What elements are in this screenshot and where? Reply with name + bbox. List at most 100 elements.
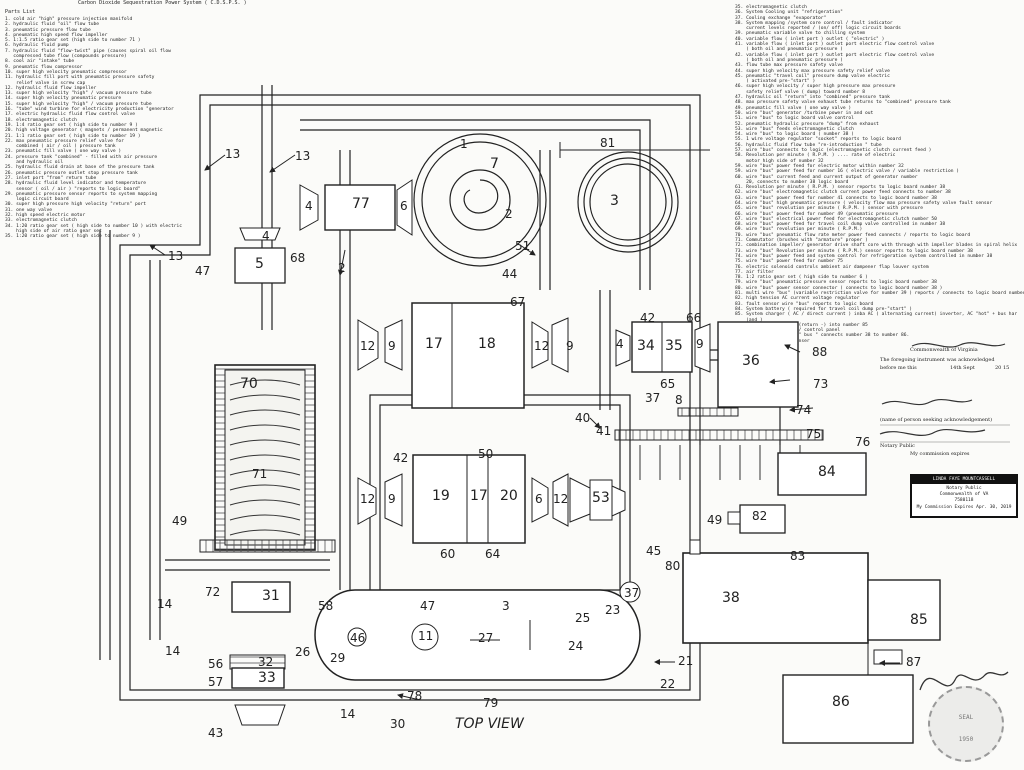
label-9a: 9 xyxy=(388,339,396,353)
parts-list-right-item: 73. wire "bus" Revolution per minute ( R… xyxy=(735,248,973,254)
parts-list-right-item: 56. hydraulic fluid flow tube "re-introd… xyxy=(735,142,882,148)
system-battery xyxy=(777,452,867,496)
parts-list-right-item: 40. variable flow ( inlet port ) outlet … xyxy=(735,36,885,42)
label-24: 24 xyxy=(568,639,584,653)
notary-line-2: The foregoing instrument was acknowledge… xyxy=(880,357,995,363)
label-65: 65 xyxy=(660,377,676,391)
notary-day: 14th Sept xyxy=(950,365,975,371)
parts-list-left-item: 14. super high velocity pneumatic pressu… xyxy=(5,96,122,102)
page-title: Carbon Dioxide Sequestration Power Syste… xyxy=(78,0,247,6)
parts-list-right-item: 71. Commutator (brushes with "armature" … xyxy=(735,238,868,244)
notary-block: Commonwealth of Virginia The foregoing i… xyxy=(870,335,1024,457)
pressure-tank-top-view xyxy=(314,589,641,681)
label-42b: 42 xyxy=(393,451,409,465)
parts-list-left-item: 19. 1:4 ratio gear set ( high side to nu… xyxy=(5,122,138,128)
label-51: 51 xyxy=(515,239,531,253)
label-57: 57 xyxy=(208,675,224,689)
label-6: 6 xyxy=(400,199,408,213)
parts-list-right-item: 42. variable flow ( inlet port ) outlet … xyxy=(735,52,935,58)
evaporator-strip xyxy=(614,429,824,441)
instrument-cluster xyxy=(782,674,914,744)
label-11: 11 xyxy=(418,629,434,643)
parts-list-left-item: compressed tube flow (compounds pressure… xyxy=(5,54,127,60)
parts-list-right-item: 77. air filter xyxy=(735,269,774,275)
signature-mid xyxy=(881,398,973,406)
label-78: 78 xyxy=(407,689,423,703)
label-23: 23 xyxy=(605,603,621,617)
parts-list-right-item: 81. multi wire "bus" (variable restricti… xyxy=(735,291,1024,297)
label-45: 45 xyxy=(646,544,662,558)
parts-list-right-item: 48. max pressure safety valve exhaust tu… xyxy=(735,100,951,106)
system-charger xyxy=(867,579,941,641)
label-6b: 6 xyxy=(535,492,543,506)
label-47b: 47 xyxy=(420,599,436,613)
valve-clutch-upper xyxy=(411,302,525,409)
parts-list-right-item: 58. Revolution per minute ( R.P.M. ) ...… xyxy=(735,153,896,159)
label-88: 88 xyxy=(812,345,828,359)
label-64: 64 xyxy=(485,547,501,561)
parts-list-right-item: 62. wire "bus" electromagnetic clutch cu… xyxy=(735,190,951,196)
parts-list-right-item: safety relief valve ( dump) toward numbe… xyxy=(735,89,865,95)
parts-list-left-item: 22. max pneumatic pressure relief valve … xyxy=(5,138,124,144)
label-84: 84 xyxy=(818,464,836,480)
label-82: 82 xyxy=(752,509,768,523)
label-75: 75 xyxy=(806,427,822,441)
label-71: 71 xyxy=(252,467,268,481)
label-41: 41 xyxy=(596,424,612,438)
parts-list-right-item: 69. wire "bus" revolution per minute ( R… xyxy=(735,227,863,233)
parts-list-right-item: 59. wire "bus" power feed for number 16 … xyxy=(735,169,960,175)
label-66: 66 xyxy=(686,311,702,325)
outer-tube-frame-2 xyxy=(129,104,691,691)
label-36: 36 xyxy=(742,353,760,369)
label-4b: 4 xyxy=(262,229,270,243)
label-74: 74 xyxy=(796,403,812,417)
parts-list-left-item: 11. hydraulic fill port with pneumatic p… xyxy=(5,75,155,81)
label-86: 86 xyxy=(832,694,850,710)
stamp-name: LINDA FAYE MOUNTCASSELL xyxy=(932,477,996,482)
parts-list-right-item: 63. wire "bus" power feed for number 41 … xyxy=(735,195,937,201)
air-filter-box xyxy=(324,184,396,231)
label-34: 34 xyxy=(637,338,655,354)
parts-list-right-item: 41. variable flow ( inlet port ) outlet … xyxy=(735,42,935,48)
label-67: 67 xyxy=(510,295,526,309)
parts-list-right-item: motor high side of number 32 xyxy=(735,158,824,164)
parts-list-right-item: (and ) xyxy=(735,317,763,323)
signature-mid2 xyxy=(879,428,986,436)
parts-list-left-item: 25. hydraulic fluid drain at base of the… xyxy=(5,165,155,171)
parts-list-right-item: 60. wire "bus" current feed and current … xyxy=(735,174,918,180)
clutch-33 xyxy=(231,667,285,689)
label-1: 1 xyxy=(460,137,468,151)
parts-list-right-item: 76. electric solenoid controls ambient a… xyxy=(735,264,929,270)
parts-list-right-item: 84. System battery ( required for travel… xyxy=(735,306,913,312)
label-56: 56 xyxy=(208,657,224,671)
parts-list-left-item: 4. pneumatic high speed flow impeller xyxy=(5,32,108,38)
notary-stamp: LINDA FAYE MOUNTCASSELL Notary Public Co… xyxy=(910,474,1018,518)
label-26a: 26 xyxy=(295,645,311,659)
label-35: 35 xyxy=(665,338,683,354)
label-33: 33 xyxy=(258,670,276,686)
embossed-seal: SEAL 1950 xyxy=(928,686,1004,762)
parts-list-right-item: 67. wire "bus" electrical power feed for… xyxy=(735,216,937,222)
seal-year: 1950 xyxy=(958,736,974,743)
parts-list-left-item: 35. 1:20 ratio gear set ( high side to n… xyxy=(5,234,141,240)
parts-list-right-item: 75. wire "bus" power feed for number 75 xyxy=(735,259,843,265)
label-60: 60 xyxy=(440,547,456,561)
parts-list-right-item: 47. hydraulic oil "return" into "combine… xyxy=(735,95,890,101)
label-53: 53 xyxy=(592,490,610,506)
label-58: 58 xyxy=(318,599,334,613)
signature-bottom xyxy=(919,671,1009,691)
label-2a: 2 xyxy=(505,207,513,221)
seal-text: SEAL xyxy=(958,714,974,721)
parts-list-right-item: 44. super high velocity max pressure saf… xyxy=(735,68,890,74)
label-17b: 17 xyxy=(470,488,488,504)
label-4a: 4 xyxy=(305,199,313,213)
label-31: 31 xyxy=(262,588,280,604)
parts-list-left-item: 3. pneumatic pressure flow tube xyxy=(5,27,91,33)
label-49a: 49 xyxy=(172,514,188,528)
label-49b: 49 xyxy=(707,513,723,527)
label-32: 32 xyxy=(258,655,274,669)
label-4c: 4 xyxy=(616,337,624,351)
signature-top xyxy=(911,342,1006,348)
